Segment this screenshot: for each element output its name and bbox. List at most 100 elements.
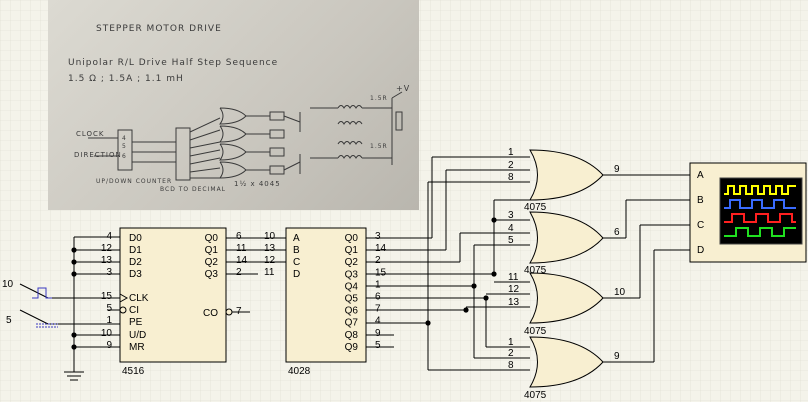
u4516-pin-label-q1: Q1 (205, 245, 219, 256)
u4516-pin-number: 14 (236, 255, 248, 266)
gate-2-name: 4075 (524, 265, 547, 276)
sketch-supply-label: +V (396, 84, 411, 93)
sketch-counter-label: UP/DOWN COUNTER (96, 178, 173, 185)
sketch-counter-pin-5: 5 (122, 143, 127, 150)
gate-4-input-pin: 2 (508, 348, 514, 359)
gate-2-input-pin: 3 (508, 210, 514, 221)
gate-1-input-pin: 8 (508, 172, 514, 183)
u4516-pin-label-ci: CI (129, 305, 139, 316)
u4516-pin-number: 13 (101, 255, 113, 266)
sketch-photo: STEPPER MOTOR DRIVE Unipolar R/L Drive H… (48, 0, 419, 210)
scope-channel-c: C (697, 220, 704, 231)
u4516-pin-number: 10 (101, 328, 113, 339)
clock-generator-pin: 10 (2, 279, 14, 290)
u4516-pin-number: 12 (101, 243, 113, 254)
u4516-pin-label-d1: D1 (129, 245, 142, 256)
u4028-pin-label-q2: Q2 (345, 257, 359, 268)
sketch-r1-label: 1.5R (370, 95, 388, 102)
u4028-pin-number: 6 (375, 292, 381, 303)
gate-1-output-pin: 9 (614, 164, 620, 175)
u4028-pin-number: 4 (375, 316, 381, 327)
u4516-pin-number: 5 (106, 303, 112, 314)
u4028-pin-label-q6: Q6 (345, 306, 359, 317)
u4516-pin-label-d0: D0 (129, 233, 142, 244)
sketch-clock-label: CLOCK (76, 130, 105, 138)
u4516-pin-number: 9 (106, 340, 112, 351)
gate-4-name: 4075 (524, 390, 547, 401)
u4028-pin-number: 2 (375, 255, 381, 266)
u4028-pin-number: 12 (264, 255, 276, 266)
u4028-pin-label-q3: Q3 (345, 269, 359, 280)
sketch-counter-box (117, 129, 133, 171)
u4516-pin-number: 4 (106, 231, 112, 242)
gate-3-name: 4075 (524, 326, 547, 337)
gate-3-output-pin: 10 (614, 287, 626, 298)
scope-channel-a: A (697, 170, 704, 181)
sketch-counter-pin-6: 6 (122, 153, 127, 160)
gate-3-input-pin: 13 (508, 297, 520, 308)
gate-4-input-pin: 8 (508, 360, 514, 371)
u4028-pin-label-c: C (293, 257, 300, 268)
sketch-decoder-label: BCD TO DECIMAL (160, 186, 227, 193)
u4516-name: 4516 (122, 366, 145, 377)
gate-1-input-pin: 2 (508, 160, 514, 171)
u4028-pin-label-q0: Q0 (345, 233, 359, 244)
u4028-pin-label-q9: Q9 (345, 342, 359, 353)
u4028-pin-label-q7: Q7 (345, 318, 359, 329)
u4028-pin-label-d: D (293, 269, 300, 280)
sketch-direction-label: DIRECTION (74, 151, 122, 159)
u4516-pin-label-ud: U/D (129, 330, 146, 341)
gate-2-output-pin: 6 (614, 227, 620, 238)
gate-4-output-pin: 9 (614, 351, 620, 362)
gate-3-input-pin: 12 (508, 284, 520, 295)
sketch-title: STEPPER MOTOR DRIVE (96, 24, 222, 34)
u4516-pin-number: 15 (101, 291, 113, 302)
sketch-line1: Unipolar R/L Drive Half Step Sequence (68, 58, 279, 68)
u4028-pin-label-q1: Q1 (345, 245, 359, 256)
u4516-pin-label-pe: PE (129, 317, 143, 328)
scope-channel-d: D (697, 245, 704, 256)
u4028-pin-number: 9 (375, 328, 381, 339)
u4028-pin-number: 7 (375, 304, 381, 315)
sketch-drawing (88, 91, 403, 181)
gate-3-input-pin: 11 (508, 272, 519, 283)
u4516-pin-number: 3 (106, 267, 112, 278)
u4516-pin-label-mr: MR (129, 342, 145, 353)
u4516-pin-number: 6 (236, 231, 242, 242)
u4028-pin-number: 3 (375, 231, 381, 242)
u4028-pin-number: 1 (375, 279, 381, 290)
u4028-pin-label-q8: Q8 (345, 330, 359, 341)
u4516-pin-label-q0: Q0 (205, 233, 219, 244)
direction-generator-pin: 5 (6, 315, 12, 326)
sketch-r2-label: 1.5R (370, 143, 388, 150)
sketch-decoder-box (175, 127, 191, 181)
gate-1-input-pin: 1 (508, 147, 514, 158)
u4516-pin-label-clk: CLK (129, 293, 149, 304)
sketch-counter-pin-4: 4 (122, 135, 127, 142)
u4028-pin-label-q4: Q4 (345, 281, 359, 292)
u4028-pin-number: 15 (375, 267, 387, 278)
u4516-pin-number: 11 (236, 243, 247, 254)
gate-2-input-pin: 4 (508, 223, 514, 234)
sketch-gates-label: 1½ x 4045 (234, 180, 281, 188)
u4516-pin-label-co: CO (203, 308, 218, 319)
u4028-pin-label-q5: Q5 (345, 294, 359, 305)
u4028-pin-number: 14 (375, 243, 387, 254)
u4028-pin-number: 13 (264, 243, 276, 254)
u4516-pin-label-q3: Q3 (205, 269, 219, 280)
u4028-pin-number: 11 (264, 267, 275, 278)
u4516-pin-label-q2: Q2 (205, 257, 219, 268)
gate-1-name: 4075 (524, 202, 547, 213)
sketch-line2: 1.5 Ω ; 1.5A ; 1.1 mH (68, 74, 184, 84)
u4516-pin-label-d2: D2 (129, 257, 142, 268)
gate-4-input-pin: 1 (508, 337, 514, 348)
u4516-pin-number: 1 (106, 315, 112, 326)
u4516-pin-number: 7 (236, 306, 242, 317)
u4516-pin-label-d3: D3 (129, 269, 142, 280)
u4028-pin-label-b: B (293, 245, 300, 256)
scope-channel-b: B (697, 195, 704, 206)
u4028-pin-number: 5 (375, 340, 381, 351)
gate-2-input-pin: 5 (508, 235, 514, 246)
